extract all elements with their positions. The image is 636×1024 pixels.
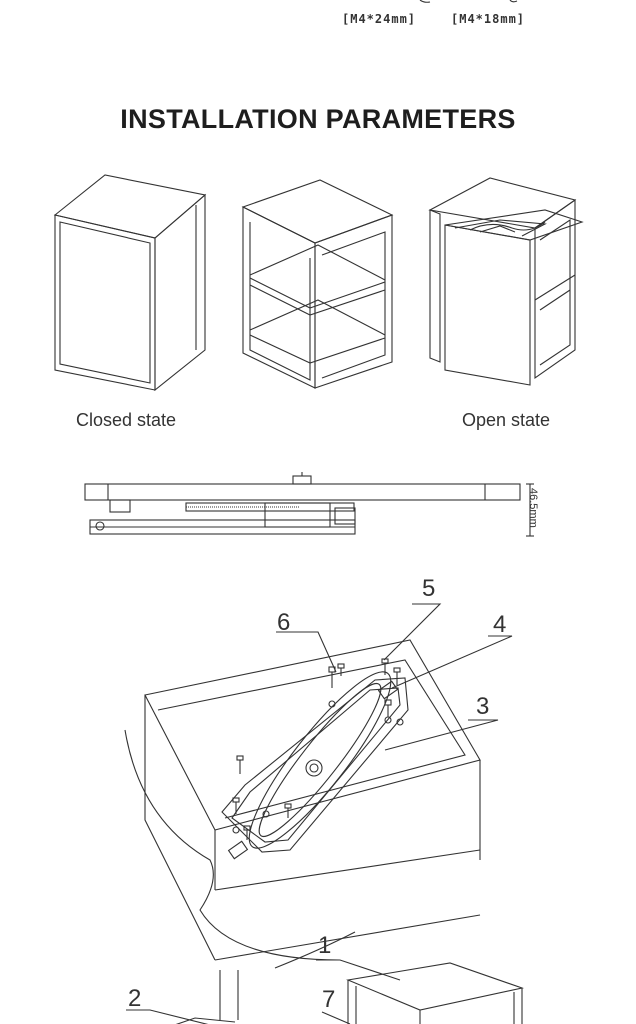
screw-size-label-m4-24: [M4*24mm]	[342, 12, 417, 26]
callout-4: 4	[493, 611, 507, 638]
top-remnant-strokes	[419, 0, 518, 3]
closed-state-label: Closed state	[76, 410, 177, 430]
height-dimension-label: 46.5mm	[527, 488, 539, 528]
callout-2: 2	[128, 985, 142, 1012]
remnant-stroke-left	[419, 0, 431, 3]
remnant-stroke-right	[509, 0, 518, 3]
leader-line-6	[276, 631, 337, 673]
screw-size-label-m4-18: [M4*18mm]	[451, 12, 526, 26]
installation-exploded-view	[124, 603, 525, 1024]
clip-part-bottom	[227, 840, 249, 860]
callout-1: 1	[318, 932, 332, 959]
cabinet-illustrations	[53, 174, 584, 392]
leader-line-4	[391, 635, 513, 689]
bottom-cabinet-top	[346, 962, 525, 1011]
turntable-plate	[221, 671, 409, 853]
shelf-top-panel	[144, 639, 481, 831]
leader-line-5	[383, 603, 442, 661]
leader-line-1	[316, 959, 401, 981]
open-state-label: Open state	[462, 410, 551, 430]
section-title: INSTALLATION PARAMETERS	[120, 104, 516, 134]
small-cabinet-top	[175, 1017, 236, 1024]
installation-screws	[232, 658, 401, 840]
callout-7: 7	[322, 986, 336, 1013]
leader-line-7	[321, 1011, 351, 1024]
cabinet-closed-drawing	[53, 174, 207, 392]
callout-3: 3	[476, 693, 490, 720]
cabinet-open-drawing	[428, 177, 584, 386]
callout-5: 5	[422, 575, 436, 602]
mechanism-side-elevation	[84, 472, 534, 537]
leader-line-3	[384, 719, 499, 751]
callout-6: 6	[277, 609, 291, 636]
cabinet-shelf-drawing	[241, 179, 394, 389]
clip-part-top	[377, 680, 399, 700]
